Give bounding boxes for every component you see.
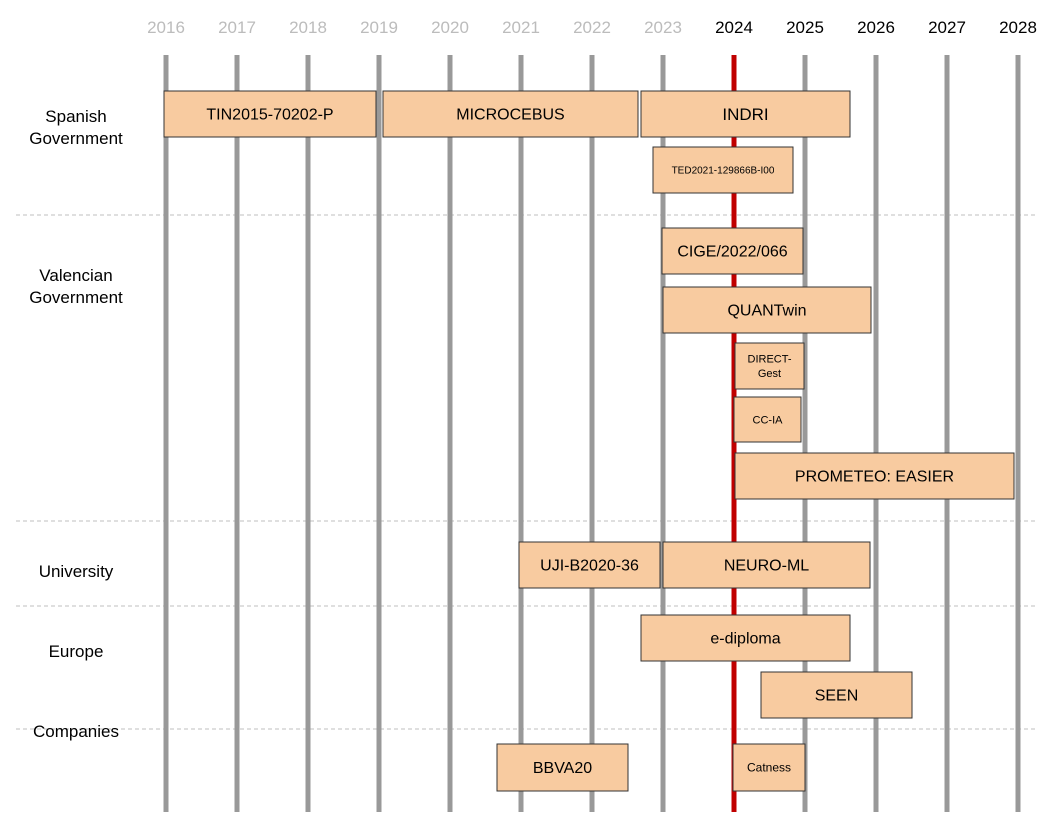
project-label: SEEN bbox=[815, 688, 859, 705]
project-bar-rect bbox=[734, 452, 1015, 500]
year-label-2023: 2023 bbox=[644, 18, 682, 37]
year-label-2027: 2027 bbox=[928, 18, 966, 37]
project-bar-rect bbox=[652, 146, 794, 194]
project-bar-rect bbox=[640, 90, 851, 138]
project-bar-tin2015-70202-p: TIN2015-70202-P bbox=[163, 90, 377, 138]
funding-group-labels: SpanishGovernmentValencianGovernmentUniv… bbox=[29, 107, 123, 741]
year-label-2026: 2026 bbox=[857, 18, 895, 37]
project-bar-rect bbox=[518, 541, 661, 589]
project-bar-quantwin: QUANTwin bbox=[662, 286, 872, 334]
project-bar-rect bbox=[662, 286, 872, 334]
year-label-2021: 2021 bbox=[502, 18, 540, 37]
project-label: CC-IA bbox=[753, 414, 784, 426]
project-bar-e-diploma: e-diploma bbox=[640, 614, 851, 662]
project-bar-microcebus: MICROCEBUS bbox=[382, 90, 639, 138]
project-label: e-diploma bbox=[710, 631, 780, 648]
year-label-2018: 2018 bbox=[289, 18, 327, 37]
project-bar-direct-gest: DIRECT- Gest bbox=[734, 342, 805, 390]
project-bar-rect bbox=[760, 671, 913, 719]
project-bar-bbva20: BBVA20 bbox=[496, 743, 629, 792]
group-label-valencian-government: Government bbox=[29, 288, 123, 307]
year-label-2017: 2017 bbox=[218, 18, 256, 37]
project-bar-rect bbox=[661, 227, 804, 275]
project-bar-rect bbox=[640, 614, 851, 662]
group-separators bbox=[16, 214, 1036, 730]
project-label: BBVA20 bbox=[533, 760, 592, 777]
year-label-2016: 2016 bbox=[147, 18, 185, 37]
project-label: TIN2015-70202-P bbox=[206, 107, 333, 124]
project-bar-cc-ia: CC-IA bbox=[733, 396, 802, 443]
project-bar-uji-b2020-36: UJI-B2020-36 bbox=[518, 541, 661, 589]
project-label: MICROCEBUS bbox=[456, 107, 564, 124]
project-label: NEURO-ML bbox=[724, 558, 809, 575]
group-label-valencian-government: Valencian bbox=[39, 266, 112, 285]
group-label-spanish-government: Government bbox=[29, 129, 123, 148]
project-bar-rect bbox=[382, 90, 639, 138]
year-label-2019: 2019 bbox=[360, 18, 398, 37]
project-label: QUANTwin bbox=[727, 303, 806, 320]
project-bars: TIN2015-70202-P MICROCEBUS INDRI TED2021-12… bbox=[163, 90, 1015, 792]
project-bar-indri: INDRI bbox=[640, 90, 851, 138]
project-bar-rect bbox=[733, 396, 802, 443]
project-label: PROMETEO: EASIER bbox=[795, 469, 954, 486]
project-bar-rect bbox=[732, 743, 806, 792]
project-label: INDRI bbox=[722, 105, 768, 124]
project-bar-seen: SEEN bbox=[760, 671, 913, 719]
project-bar-rect bbox=[734, 342, 805, 390]
year-label-2028: 2028 bbox=[999, 18, 1037, 37]
project-label: TED2021-129866B-I00 bbox=[672, 166, 775, 177]
year-label-2022: 2022 bbox=[573, 18, 611, 37]
project-bar-ted2021-129866b-i00: TED2021-129866B-I00 bbox=[652, 146, 794, 194]
year-axis-labels: 2016 2017 2018 2019 2020 2021 2022 2023 2024 2025… bbox=[147, 18, 1037, 37]
year-label-2024: 2024 bbox=[715, 18, 753, 37]
project-bar-prometeo-easier: PROMETEO: EASIER bbox=[734, 452, 1015, 500]
project-bar-neuro-ml: NEURO-ML bbox=[662, 541, 871, 589]
year-label-2020: 2020 bbox=[431, 18, 469, 37]
project-bar-cige-2022-066: CIGE/2022/066 bbox=[661, 227, 804, 275]
project-label: Gest bbox=[758, 368, 781, 380]
project-label: CIGE/2022/066 bbox=[677, 244, 787, 261]
project-label: UJI-B2020-36 bbox=[540, 558, 639, 575]
project-label: Catness bbox=[747, 761, 791, 775]
group-label-companies: Companies bbox=[33, 722, 119, 741]
group-label-university: University bbox=[39, 562, 114, 581]
year-label-2025: 2025 bbox=[786, 18, 824, 37]
project-label: DIRECT- bbox=[748, 354, 792, 366]
project-bar-rect bbox=[496, 743, 629, 792]
project-bar-rect bbox=[662, 541, 871, 589]
group-label-europe: Europe bbox=[49, 642, 104, 661]
project-bar-catness: Catness bbox=[732, 743, 806, 792]
project-bar-rect bbox=[163, 90, 377, 138]
group-label-spanish-government: Spanish bbox=[45, 107, 106, 126]
